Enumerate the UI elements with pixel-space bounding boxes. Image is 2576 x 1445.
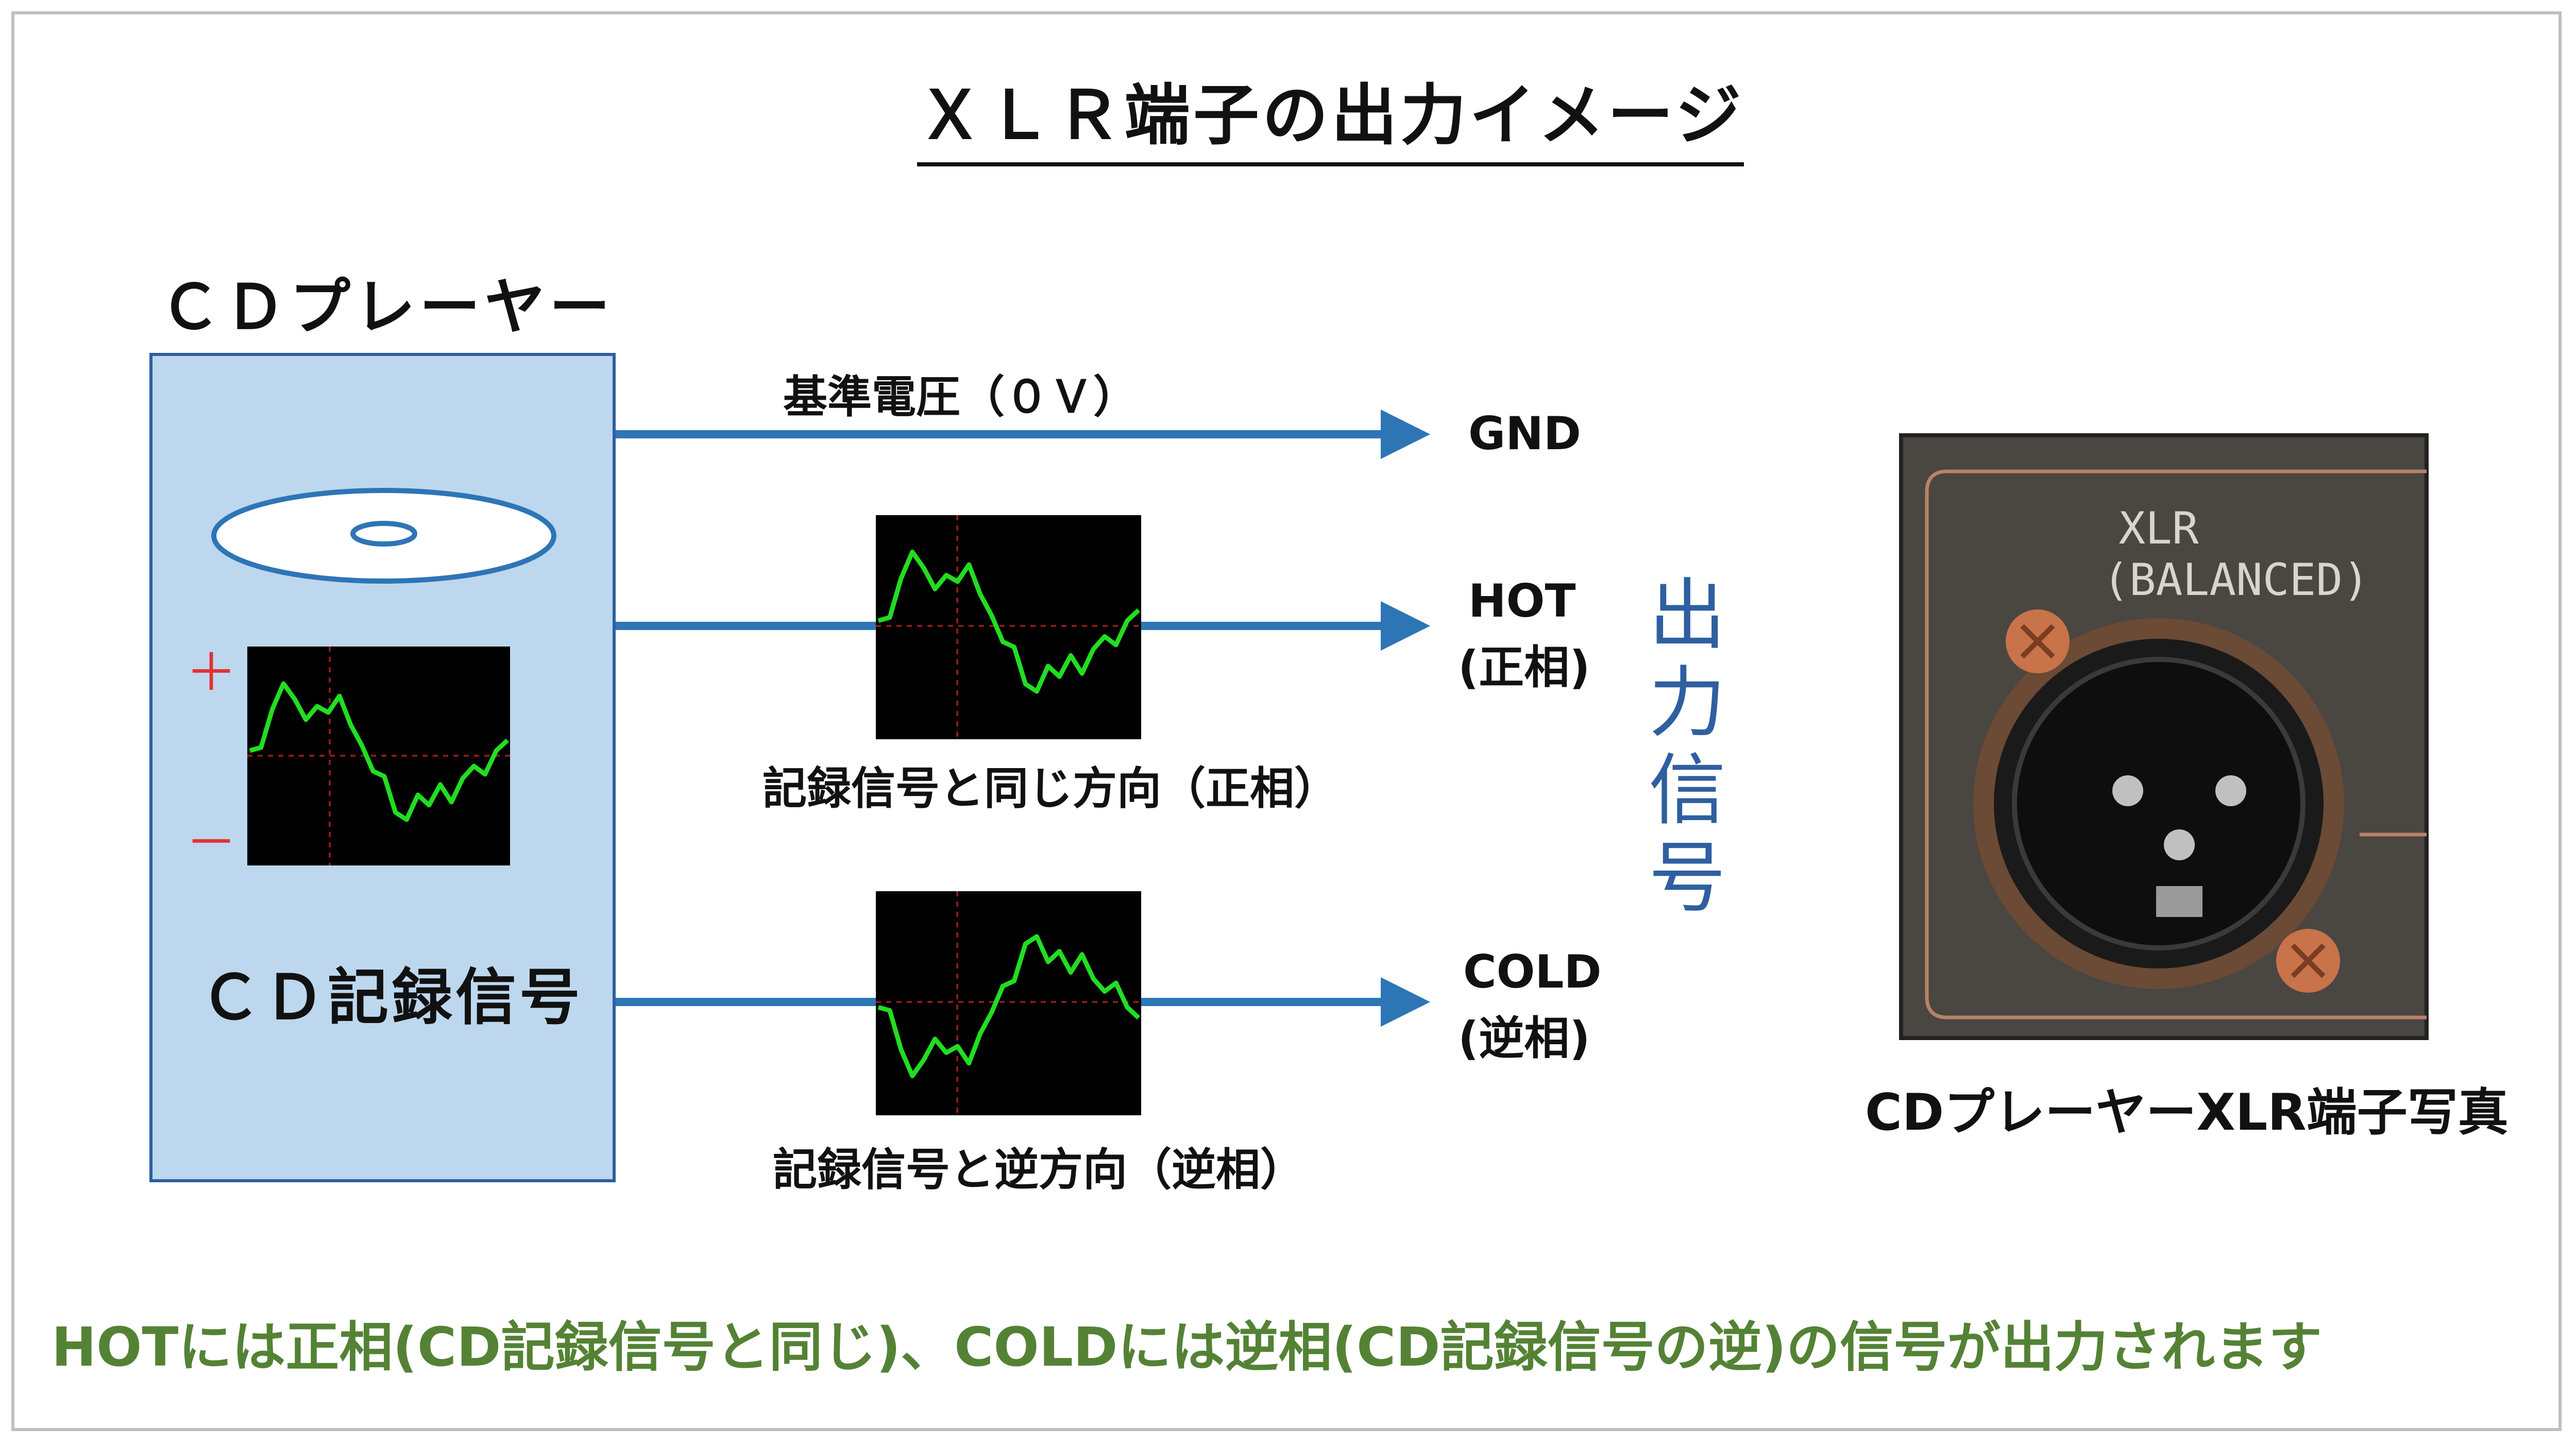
- cd-player-label: ＣＤプレーヤー: [160, 271, 615, 343]
- terminal-hot-phase: (正相): [1458, 641, 1590, 694]
- cold-scope: [876, 891, 1141, 1115]
- terminal-hot: HOT: [1468, 574, 1576, 627]
- cold-waveform: [877, 934, 1141, 1078]
- cold-description: 記録信号と逆方向（逆相）: [773, 1144, 1304, 1196]
- output-signal-label: 出力信号: [1648, 571, 1726, 923]
- hot-waveform: [877, 550, 1141, 694]
- cd-signal-label: ＣＤ記録信号: [200, 962, 584, 1033]
- photo-caption: CDプレーヤーXLR端子写真: [1865, 1083, 2509, 1142]
- terminal-cold-phase: (逆相): [1458, 1012, 1590, 1065]
- photo-panel-text-xlr: XLR: [2119, 503, 2199, 554]
- source-scope: [247, 647, 510, 865]
- terminal-gnd: GND: [1468, 407, 1581, 460]
- outer-frame: [11, 11, 2562, 1431]
- photo-panel-text-balanced: (BALANCED): [2103, 554, 2369, 606]
- terminal-cold: COLD: [1463, 945, 1602, 998]
- page-title: ＸＬＲ端子の出力イメージ: [917, 62, 1744, 166]
- plus-sign: ＋: [185, 642, 237, 703]
- xlr-photo: XLR (BALANCED): [1899, 433, 2429, 1040]
- summary-note: HOTには正相(CD記録信号と同じ)、COLDには逆相(CD記録信号の逆)の信号…: [52, 1316, 2323, 1379]
- minus-sign: －: [185, 812, 237, 873]
- reference-voltage-label: 基準電圧（０Ｖ）: [783, 371, 1138, 423]
- hot-description: 記録信号と同じ方向（正相）: [762, 763, 1338, 814]
- source-waveform: [249, 681, 510, 822]
- hot-scope: [876, 515, 1141, 739]
- cd-disc-icon: [211, 488, 556, 584]
